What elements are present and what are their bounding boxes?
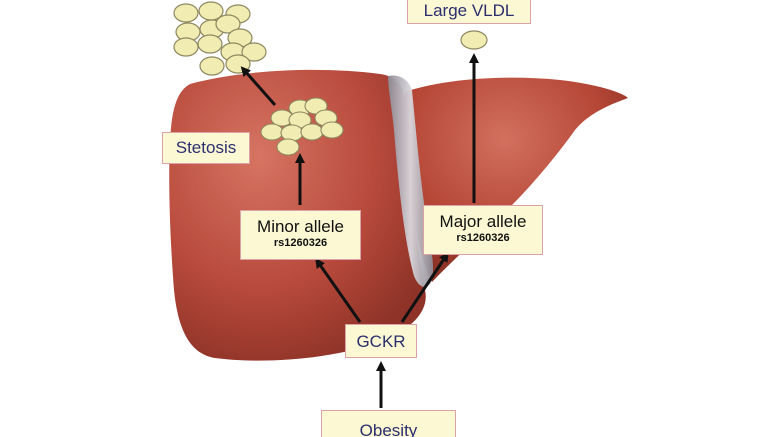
vldl-droplet xyxy=(461,31,487,49)
minor-snp-text: rs1260326 xyxy=(241,237,360,250)
minor-allele-text: Minor allele xyxy=(241,217,360,237)
major-allele-label: Major allele rs1260326 xyxy=(423,205,543,255)
steatosis-droplets-large xyxy=(174,2,266,75)
major-snp-text: rs1260326 xyxy=(424,232,542,245)
obesity-text: Obesity xyxy=(322,421,455,437)
large-vldl-text: Large VLDL xyxy=(408,1,530,21)
major-allele-text: Major allele xyxy=(424,212,542,232)
stetosis-label: Stetosis xyxy=(162,132,250,164)
obesity-label: Obesity xyxy=(321,410,456,437)
gckr-label: GCKR xyxy=(345,324,417,358)
stetosis-text: Stetosis xyxy=(163,138,249,158)
gckr-text: GCKR xyxy=(346,332,416,352)
minor-allele-label: Minor allele rs1260326 xyxy=(240,210,361,260)
large-vldl-label: Large VLDL xyxy=(407,0,531,24)
